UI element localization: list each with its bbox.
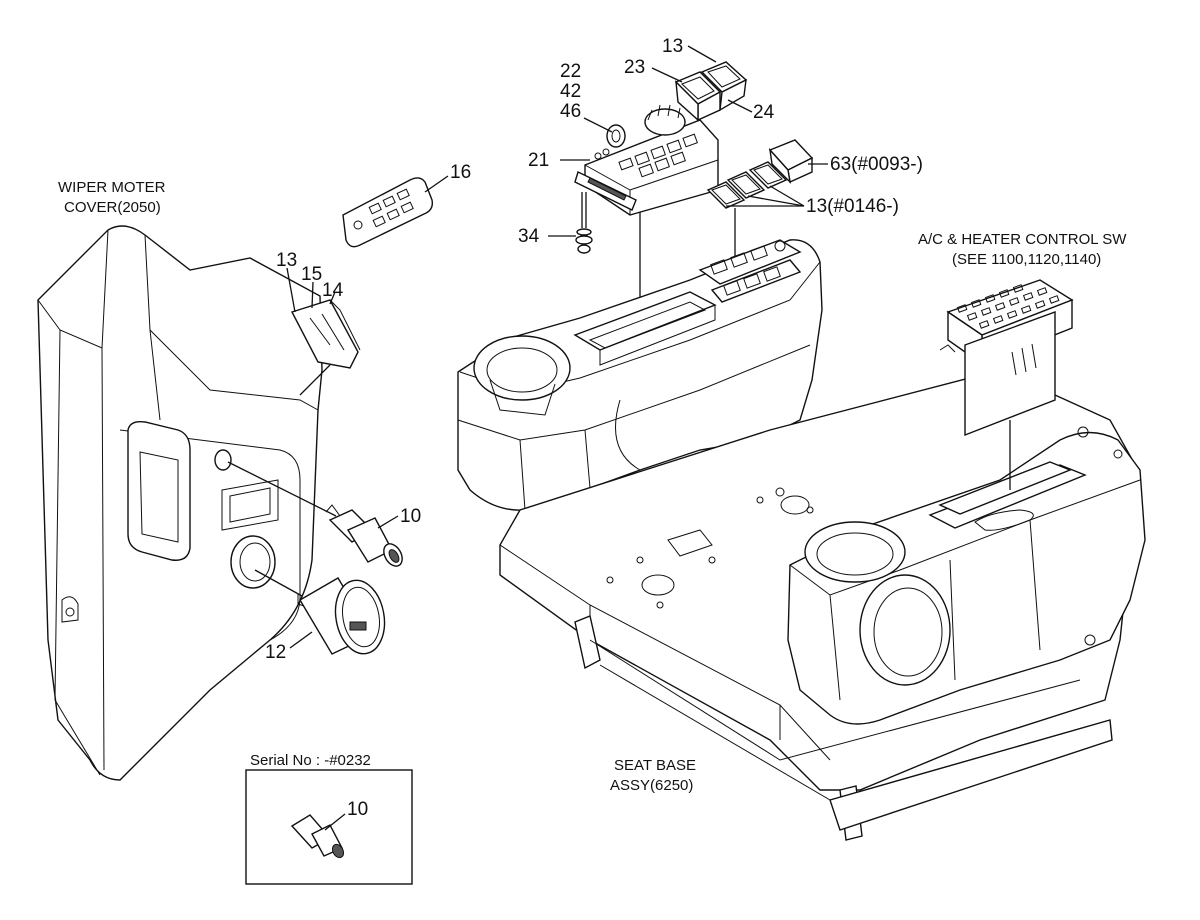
serial-box-title: Serial No : -#0232 xyxy=(250,752,371,769)
wiper-cover-label-line1: WIPER MOTER xyxy=(58,179,166,196)
part-13-switch-covers xyxy=(706,161,788,209)
seat-base-label-line1: SEAT BASE xyxy=(614,757,696,774)
callout-13-top: 13 xyxy=(662,36,683,57)
part-21-switch-panel xyxy=(574,104,719,216)
right-console xyxy=(787,426,1146,725)
seat-base-label-line2: ASSY(6250) xyxy=(610,777,693,794)
serial-box-callout-10: 10 xyxy=(347,799,368,820)
callout-21: 21 xyxy=(528,150,549,171)
part-13-15-14-switch-group xyxy=(290,299,361,369)
callout-13-0146: 13(#0146-) xyxy=(806,196,899,217)
callout-46: 46 xyxy=(560,101,581,122)
wiper-cover-label-line2: COVER(2050) xyxy=(64,199,161,216)
part-12-gauge xyxy=(254,569,386,655)
callout-22: 22 xyxy=(560,61,581,82)
part-10-cigar-lighter xyxy=(227,461,403,567)
part-63-switch xyxy=(768,139,814,185)
callout-13-left: 13 xyxy=(276,250,297,271)
callout-14: 14 xyxy=(322,280,344,301)
callout-16: 16 xyxy=(450,162,471,183)
ac-control-label-line1: A/C & HEATER CONTROL SW xyxy=(918,231,1127,248)
callout-12: 12 xyxy=(265,642,286,663)
ac-control-label-line2: (SEE 1100,1120,1140) xyxy=(952,251,1101,268)
callout-23: 23 xyxy=(624,57,645,78)
callout-24: 24 xyxy=(753,102,775,123)
callout-42: 42 xyxy=(560,81,581,102)
callout-34: 34 xyxy=(518,226,540,247)
part-23-24-rocker-switches xyxy=(674,61,748,122)
serial-box-lighter xyxy=(290,814,345,859)
callout-63: 63(#0093-) xyxy=(830,154,923,175)
callout-15: 15 xyxy=(301,264,322,285)
part-16-switch-plate xyxy=(342,177,434,248)
callout-10: 10 xyxy=(400,506,421,527)
ac-heater-control-unit xyxy=(939,279,1074,490)
part-34-screw xyxy=(575,192,593,254)
wiper-motor-cover-panel xyxy=(37,225,323,781)
